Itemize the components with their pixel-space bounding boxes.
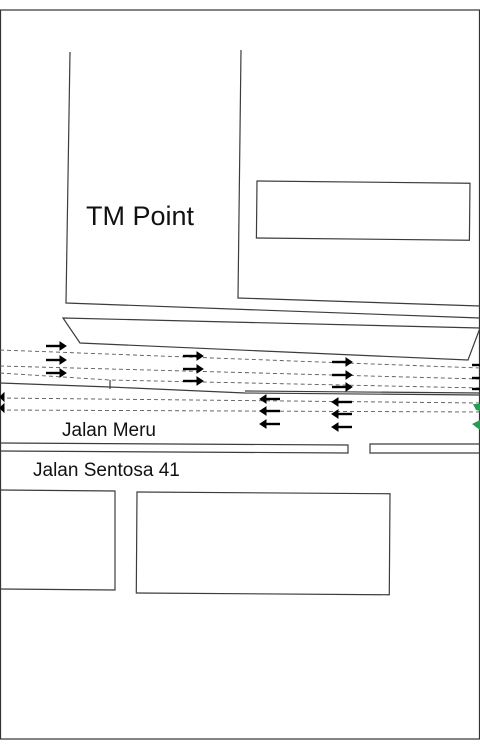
arrow-icon: [183, 364, 204, 374]
arrow-icon: [0, 391, 5, 403]
arrow-icon: [331, 397, 352, 407]
lane-line-4: [0, 397, 480, 404]
tm-point-parking-box: [255, 180, 471, 241]
arrow-icon: [472, 420, 480, 430]
lane-line-2: [0, 365, 480, 380]
arrow-icon: [183, 351, 204, 361]
arrow-icon: [46, 355, 67, 365]
arrow-icon: [332, 370, 353, 380]
arrow-icon: [331, 422, 352, 432]
exit-arrows: [472, 404, 480, 430]
jalan-meru-edge: [0, 442, 349, 454]
arrow-icon: [183, 376, 204, 386]
arrow-icon: [259, 419, 280, 429]
jalan-meru-edge-right: [369, 443, 480, 454]
lane-line-3: [0, 372, 480, 389]
arrow-icon: [46, 368, 67, 378]
road-median: [61, 317, 480, 361]
road-edge-solid: [244, 390, 480, 394]
lane-line-5: [0, 409, 480, 413]
block-lower-left: [0, 489, 116, 591]
road-edge-upper: [0, 382, 480, 396]
arrows-westbound: [0, 391, 352, 432]
tm-point-label: TM Point: [86, 201, 195, 231]
jalan-meru-label: Jalan Meru: [62, 420, 156, 441]
arrow-icon: [332, 382, 353, 392]
arrow-icon: [331, 409, 352, 419]
arrow-icon: [0, 402, 5, 414]
lane-line-1: [0, 349, 480, 369]
tm-point-building: [65, 51, 480, 319]
tm-point-annex: [237, 49, 480, 307]
arrow-icon: [473, 404, 480, 411]
arrow-icon: [46, 341, 67, 351]
arrow-icon: [259, 406, 280, 416]
block-lower-right: [135, 491, 391, 596]
arrows-eastbound: [46, 341, 480, 392]
arrow-icon: [332, 357, 353, 367]
jalan-sentosa-label: Jalan Sentosa 41: [33, 460, 180, 481]
arrow-icon: [259, 394, 280, 404]
